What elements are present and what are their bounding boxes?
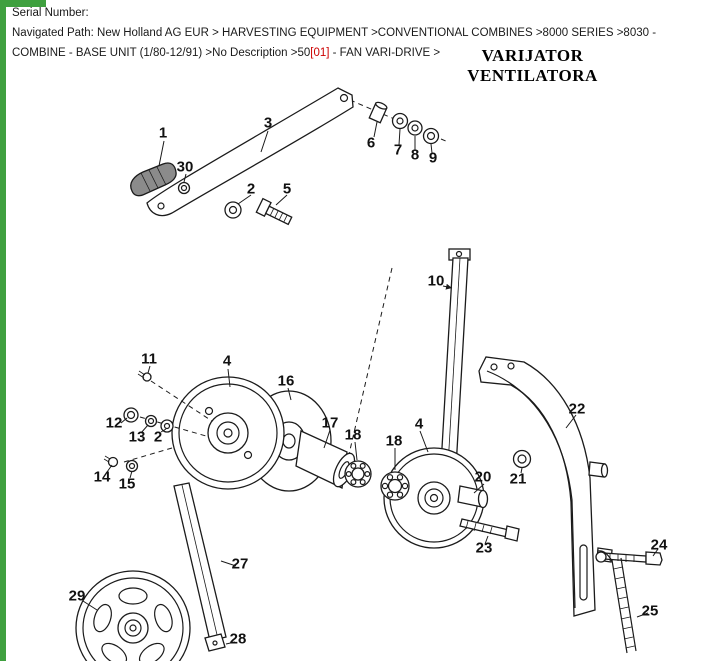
serial-number-label: Serial Number: (12, 7, 89, 19)
part-callout-4: 4 (222, 352, 232, 370)
header: Serial Number: Navigated Path: New Holla… (12, 3, 712, 63)
part-callout-1: 1 (158, 124, 168, 142)
part-callout-27: 27 (231, 555, 249, 573)
part-callout-4: 4 (414, 415, 424, 433)
part-callout-30: 30 (176, 158, 194, 176)
part-callout-10: 10 (427, 272, 445, 290)
part-callout-7: 7 (393, 141, 403, 159)
part-callout-2: 2 (246, 180, 256, 198)
diagram-title: VARIJATOR VENTILATORA (450, 46, 615, 86)
part-callout-3: 3 (263, 114, 273, 132)
part-callout-25: 25 (641, 602, 659, 620)
part-callout-5: 5 (282, 180, 292, 198)
part-callout-29: 29 (68, 587, 86, 605)
breadcrumb-prefix: Navigated Path: New Holland AG EUR > HAR… (12, 27, 657, 59)
part-callout-17: 17 (321, 414, 339, 432)
part-callout-20: 20 (474, 468, 492, 486)
part-callout-8: 8 (410, 146, 420, 164)
part-callout-13: 13 (128, 428, 146, 446)
part-callout-18: 18 (344, 426, 362, 444)
diagram-title-line2: VENTILATORA (467, 66, 598, 85)
part-callout-23: 23 (475, 539, 493, 557)
part-callout-12: 12 (105, 414, 123, 432)
part-callout-28: 28 (229, 630, 247, 648)
part-callout-22: 22 (568, 400, 586, 418)
breadcrumb-highlight: [01] (310, 47, 330, 59)
breadcrumb: Navigated Path: New Holland AG EUR > HAR… (12, 23, 712, 63)
part-callout-14: 14 (93, 468, 111, 486)
part-callout-11: 11 (141, 350, 157, 368)
part-callout-24: 24 (650, 536, 668, 554)
part-callout-21: 21 (509, 470, 527, 488)
part-callout-9: 9 (428, 149, 438, 167)
part-callout-18: 18 (385, 432, 403, 450)
diagram-title-line1: VARIJATOR (481, 46, 584, 65)
part-callout-2: 2 (153, 428, 163, 446)
breadcrumb-suffix: - FAN VARI-DRIVE > (329, 47, 441, 59)
part-callout-15: 15 (118, 475, 136, 493)
page-top-border (0, 0, 46, 7)
part-callout-16: 16 (277, 372, 295, 390)
page-left-border (0, 0, 6, 661)
part-callout-6: 6 (366, 134, 376, 152)
